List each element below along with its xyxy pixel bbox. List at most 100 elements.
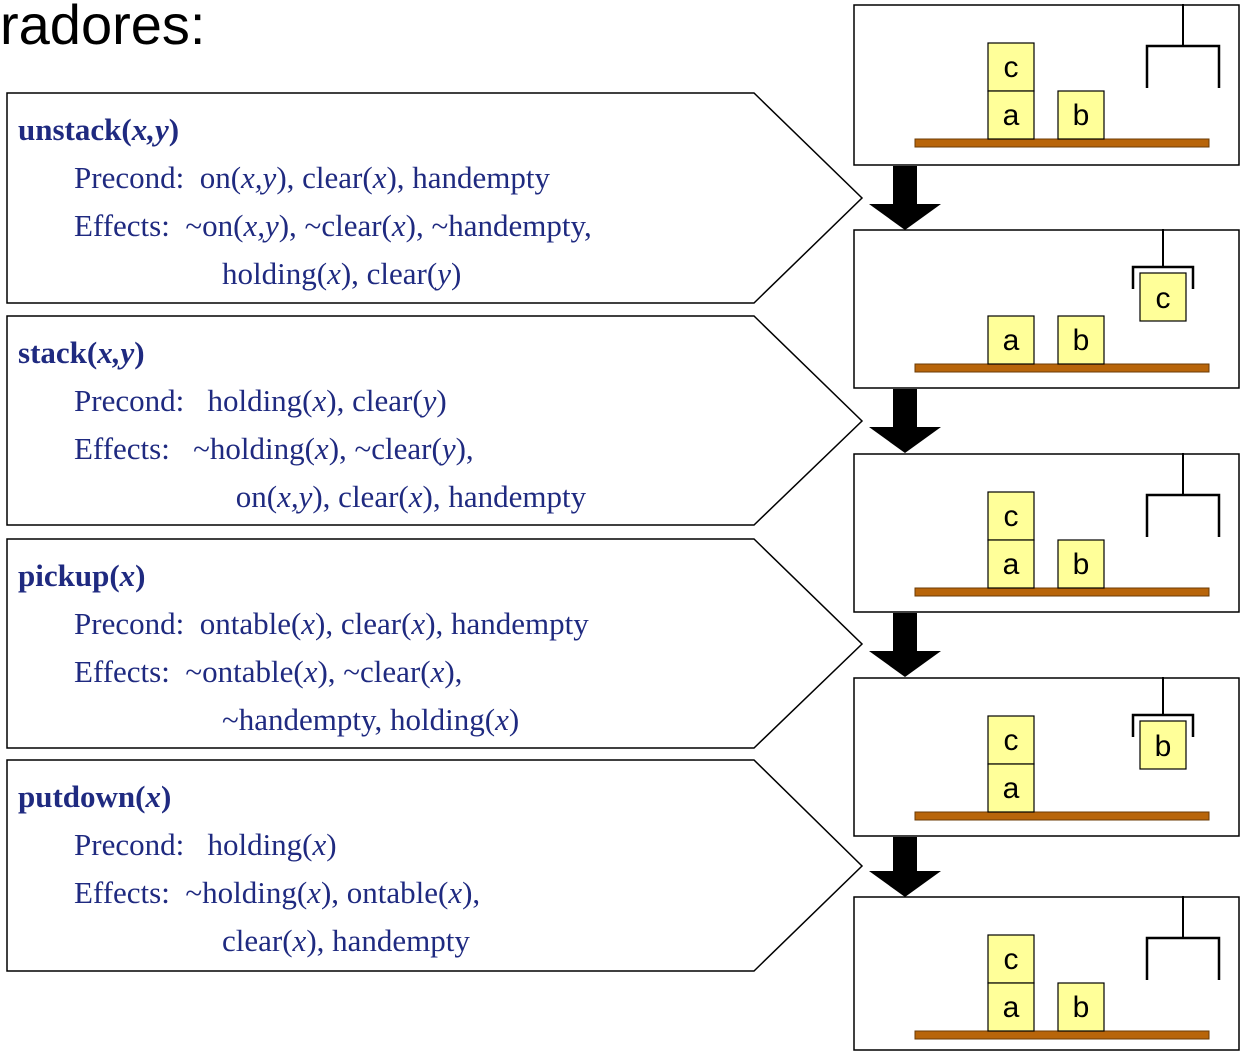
variable-text: y [441, 431, 456, 466]
effects-text: ~holding(x), ~clear(y), [185, 431, 474, 466]
text-segment: stack( [18, 335, 98, 370]
text-segment: ), handempty [422, 479, 587, 514]
precond-text: holding(x), clear(y) [199, 383, 447, 418]
text-segment: ), ontable( [320, 875, 449, 910]
variable-text: x [303, 654, 318, 689]
table-surface [914, 138, 1210, 148]
variable-text: x,y [243, 208, 279, 243]
gripper-icon [1145, 44, 1221, 88]
operator-stack: stack(x,y) Precond: holding(x), clear(y)… [6, 315, 864, 527]
text-segment: ) [450, 256, 462, 291]
text-segment: ), ~handempty, [405, 208, 592, 243]
text-segment: holding( [199, 827, 313, 862]
text-segment: ), ~clear( [317, 654, 431, 689]
state-frame [853, 896, 1240, 1051]
state-frame [853, 453, 1240, 613]
variable-text: x [411, 606, 426, 641]
block-b [1057, 90, 1105, 140]
block-label: a [1003, 991, 1020, 1024]
text-segment: ) [508, 702, 520, 737]
effects-text: ~holding(x), ontable(x), [185, 875, 480, 910]
text-segment: ), ~clear( [328, 431, 442, 466]
callout-shape [6, 315, 864, 526]
table-surface [914, 587, 1210, 597]
block-a [987, 315, 1035, 365]
text-segment: ), handempty [386, 160, 551, 195]
text-segment: ), clear( [315, 606, 412, 641]
text-segment: ), clear( [340, 256, 438, 291]
variable-text: x [312, 827, 327, 862]
state-panel-4: cab [853, 677, 1240, 837]
precond-label: Precond: [74, 383, 185, 418]
text-segment: ), handempty [306, 923, 470, 958]
held-block-b [1139, 720, 1187, 770]
down-arrow-icon [869, 389, 941, 453]
state-panel-5: ca b [853, 896, 1240, 1051]
block-label: a [1003, 324, 1020, 357]
block-label: b [1073, 991, 1090, 1024]
variable-text: x [307, 875, 321, 910]
variable-text: y [437, 256, 451, 291]
variable-text: x [301, 606, 316, 641]
text-segment: ), clear( [276, 160, 373, 195]
effects-label: Effects: [74, 431, 170, 466]
effects-continuation: holding(x), clear(y) [18, 250, 592, 298]
block-b [1057, 982, 1105, 1032]
text-segment: on( [228, 479, 278, 514]
operator-signature: stack(x,y) [18, 329, 586, 377]
block-label: c [1004, 943, 1019, 976]
state-frame [853, 4, 1240, 166]
block-a [987, 982, 1035, 1032]
effects-line: Effects: ~ontable(x), ~clear(x), [18, 648, 589, 696]
operator-signature: putdown(x) [18, 773, 480, 821]
block-a [987, 90, 1035, 140]
down-arrow-icon [869, 166, 941, 230]
precond-label: Precond: [74, 827, 185, 862]
text-segment: ), clear( [312, 479, 409, 514]
effects-label: Effects: [74, 208, 170, 243]
block-b [1057, 315, 1105, 365]
variable-text: x [327, 256, 341, 291]
text-segment: holding( [199, 383, 313, 418]
held-block-c [1139, 272, 1187, 322]
effects-continuation: on(x,y), clear(x), handempty [18, 473, 586, 521]
text-segment: ), ~clear( [278, 208, 392, 243]
text-segment: ) [436, 383, 447, 418]
callout-shape [6, 538, 864, 749]
text-segment: ~on( [185, 208, 244, 243]
block-label: a [1003, 99, 1020, 132]
text-segment: ontable( [199, 606, 302, 641]
block-c [987, 491, 1035, 541]
text-segment: ~holding( [185, 431, 315, 466]
block-a [987, 763, 1035, 813]
text-segment: on( [199, 160, 242, 195]
operator-signature: pickup(x) [18, 552, 589, 600]
operator-unstack: unstack(x,y) Precond: on(x,y), clear(x),… [6, 92, 864, 305]
variable-text: x [292, 923, 307, 958]
text-segment: clear( [222, 923, 293, 958]
gripper-icon [1131, 713, 1195, 737]
block-label: c [1004, 724, 1019, 757]
block-label: a [1003, 548, 1020, 581]
table-surface [914, 1030, 1210, 1040]
text-segment: holding( [222, 256, 328, 291]
precond-line: Precond: holding(x) [18, 821, 480, 869]
text-segment: putdown( [18, 779, 146, 814]
effects-label: Effects: [74, 875, 170, 910]
gripper-icon [1131, 265, 1195, 289]
text-segment: ~ontable( [185, 654, 304, 689]
block-label: a [1003, 772, 1020, 805]
text-segment: ), [444, 654, 463, 689]
variable-text: x,y [241, 160, 277, 195]
text-segment: ~handempty, holding( [222, 702, 496, 737]
callout-shape [6, 92, 864, 304]
block-c [987, 715, 1035, 765]
variable-text: x [314, 431, 329, 466]
gripper-icon [1145, 936, 1221, 980]
text-segment: pickup( [18, 558, 120, 593]
precond-label: Precond: [74, 606, 185, 641]
held-block-label: c [1156, 282, 1171, 315]
text-segment: ~holding( [185, 875, 308, 910]
effects-continuation: clear(x), handempty [18, 917, 480, 965]
